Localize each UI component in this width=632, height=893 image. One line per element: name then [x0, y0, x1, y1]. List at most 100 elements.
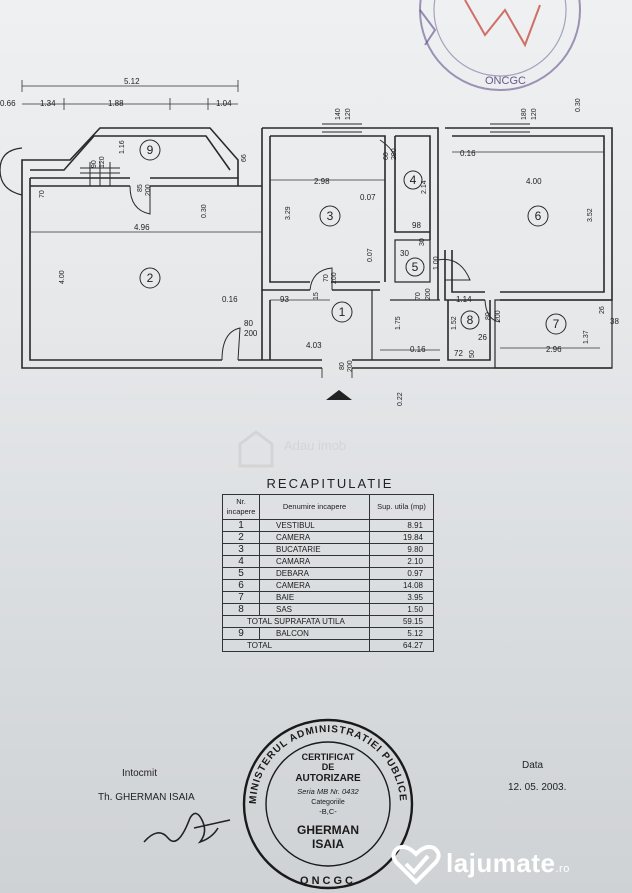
cell-name: SAS	[259, 603, 370, 616]
cell-nr: 6	[222, 579, 260, 592]
dim-label: 3.52	[587, 208, 594, 222]
top-stamp: ONCGC	[419, 0, 581, 91]
stamp-line: Categoriile	[311, 799, 345, 806]
dim-label: 80	[485, 312, 492, 320]
dim-label: 4.03	[306, 341, 322, 350]
brand-name: lajumate.ro	[446, 848, 570, 879]
cell-value: 8.91	[369, 519, 434, 532]
header-surface: Sup. utila (mp)	[369, 494, 434, 520]
dim-label: 93	[280, 295, 289, 304]
dim-label: 0.07	[360, 193, 376, 202]
total-util-value: 59.15	[369, 615, 434, 628]
room-number-5: 5	[412, 260, 419, 274]
stamp-line: Seria MB Nr. 0432	[297, 787, 359, 796]
dim-label: 0.16	[460, 149, 476, 158]
top-stamp-text: ONCGC	[485, 75, 526, 87]
header-nr: Nr. incapere	[222, 494, 260, 520]
dim-label: 1.16	[119, 140, 126, 154]
dim-label: 3.29	[285, 206, 292, 220]
dim-label: 200	[244, 329, 258, 338]
dim-label: 85	[137, 184, 144, 192]
cell-nr: 3	[222, 543, 260, 556]
dim-label: 120	[345, 108, 352, 120]
dim-label: 200	[425, 288, 432, 300]
room-number-4: 4	[410, 173, 417, 187]
dim-label: 2.98	[314, 177, 330, 186]
dim-label: 1.75	[395, 316, 402, 330]
cell-name: BAIE	[259, 591, 370, 604]
dim-label: 80	[244, 319, 253, 328]
dim-label: 70	[323, 274, 330, 282]
dim-label: 1.14	[456, 295, 472, 304]
cell-name: BALCON	[259, 627, 370, 640]
total-util-label: TOTAL SUPRAFATA UTILA	[222, 615, 370, 628]
cell-nr: 4	[222, 555, 260, 568]
dim-label: 98	[412, 221, 421, 230]
stamp-name: ISAIA	[312, 837, 344, 851]
data-label: Data	[522, 760, 544, 771]
header-name: Denumire incapere	[259, 494, 370, 520]
dim-label: 0.16	[222, 295, 238, 304]
intocmit-label: Intocmit	[122, 768, 158, 779]
room-number-2: 2	[147, 271, 154, 285]
cell-value: 14.08	[369, 579, 434, 592]
dim-label: 1.04	[216, 99, 232, 108]
dim-label: 30	[419, 238, 426, 246]
total-value: 64.27	[369, 639, 434, 652]
cell-nr: 7	[222, 591, 260, 604]
dim-label: 30	[400, 249, 409, 258]
dim-label: 200	[331, 272, 338, 284]
cell-value: 9.80	[369, 543, 434, 556]
dim-label: 66	[241, 154, 248, 162]
dim-label: 60	[383, 152, 390, 160]
signature	[143, 812, 231, 844]
dim-label: 80	[339, 362, 346, 370]
dim-label: 1.00	[433, 256, 440, 270]
dim-label: 0.66	[0, 99, 16, 108]
cell-nr: 5	[222, 567, 260, 580]
room-number-1: 1	[339, 305, 346, 319]
dim-label: 1.34	[40, 99, 56, 108]
dim-label: 0.16	[410, 345, 426, 354]
cell-name: CAMERA	[259, 531, 370, 544]
cell-nr: 9	[222, 627, 260, 640]
heart-check-icon	[391, 844, 441, 885]
dim-label: 50	[469, 350, 476, 358]
dim-label: 2.14	[421, 180, 428, 194]
room-number-9: 9	[147, 143, 154, 157]
dim-label: 200	[145, 184, 152, 196]
date-value: 12. 05. 2003.	[508, 782, 567, 793]
dim-label: 4.00	[526, 177, 542, 186]
cell-nr: 8	[222, 603, 260, 616]
cell-value: 0.97	[369, 567, 434, 580]
cell-value: 5.12	[369, 627, 434, 640]
stamp-line: -B,C-	[319, 807, 337, 816]
brand-wordmark: lajumate	[446, 848, 556, 878]
cell-name: BUCATARIE	[259, 543, 370, 556]
dim-label: 140	[335, 108, 342, 120]
total-label: TOTAL	[222, 639, 370, 652]
dim-label: 200	[391, 148, 398, 160]
author-name: Th. GHERMAN ISAIA	[98, 792, 195, 803]
stamp-line: CERTIFICAT	[302, 752, 355, 762]
dim-label: 70	[415, 292, 422, 300]
cell-name: CAMERA	[259, 579, 370, 592]
brand-tld: .ro	[555, 863, 570, 875]
cell-value: 1.50	[369, 603, 434, 616]
dim-label: 70	[39, 190, 46, 198]
dim-label: 2.96	[546, 345, 562, 354]
watermark: Adau imob	[232, 424, 412, 474]
dim-label: 4.96	[134, 223, 150, 232]
dim-label: 15	[313, 292, 320, 300]
dim-label: 1.37	[583, 330, 590, 344]
cell-name: CAMARA	[259, 555, 370, 568]
recap-title: RECAPITULATIE	[266, 476, 394, 491]
